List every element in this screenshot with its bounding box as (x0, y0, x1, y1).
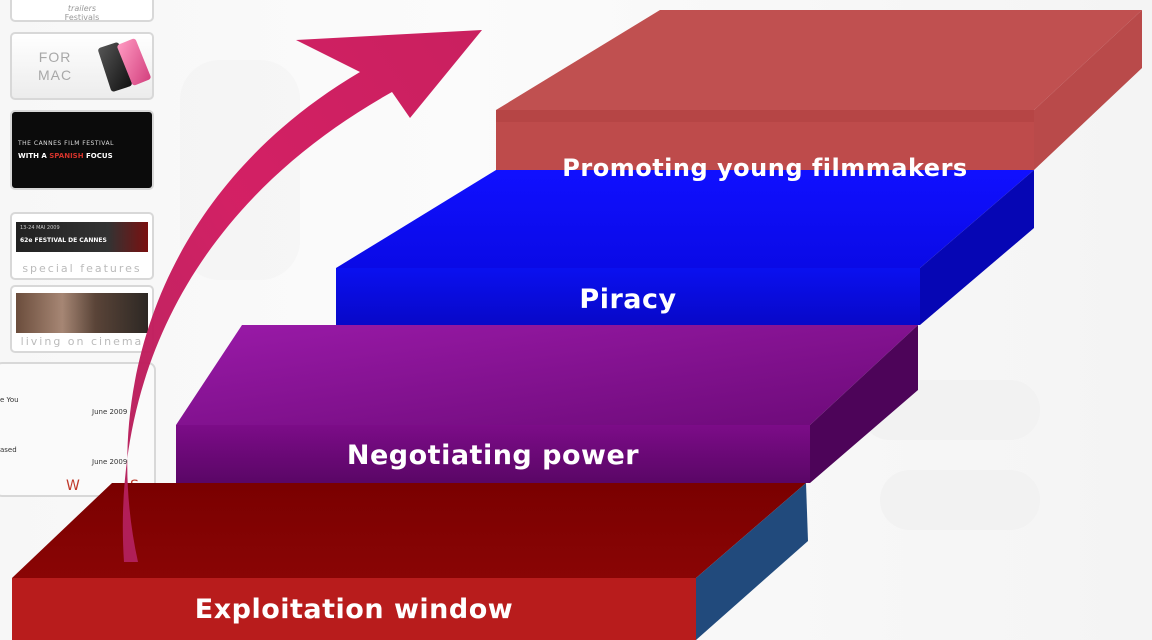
cannes-banner-line2: WITH A SPANISH FOCUS (18, 152, 113, 160)
step-top-face (12, 483, 806, 578)
step-front-face (12, 578, 696, 640)
trailers-label: trailers (67, 4, 97, 13)
step-side-face (810, 325, 918, 483)
step-exploitation-window (12, 483, 808, 640)
growth-arrow-icon (122, 30, 483, 562)
living-on-cinema-photo (16, 293, 148, 333)
step-top-face (496, 10, 1142, 110)
step-front-shadow (496, 110, 1034, 122)
festival-title: 62e FESTIVAL DE CANNES (20, 237, 107, 244)
news-item-date: June 2009 (92, 408, 128, 416)
step-front-face (176, 425, 810, 483)
for-mac-banner[interactable]: FOR MAC (10, 32, 154, 100)
news-item-title[interactable]: e You (0, 396, 19, 404)
cannes-banner-line1: THE CANNES FILM FESTIVAL (18, 140, 114, 147)
step-label-negotiating-power: Negotiating power (346, 440, 640, 471)
news-item-date: June 2009 (92, 458, 128, 466)
nav-letter-w[interactable]: W (66, 478, 80, 494)
festivals-label: Festivals (64, 13, 100, 22)
step-side-face (1034, 10, 1142, 170)
step-front-face (496, 110, 1034, 170)
step-label-piracy: Piracy (579, 284, 677, 315)
festival-banner-image: 13-24 MAI 2009 62e FESTIVAL DE CANNES (16, 222, 148, 252)
trailers-thumbnail[interactable]: trailers Festivals (10, 0, 154, 22)
step-top-face (176, 325, 918, 425)
step-negotiating-power (176, 325, 918, 483)
cannes-spanish-focus-banner[interactable]: THE CANNES FILM FESTIVAL WITH A SPANISH … (10, 110, 154, 190)
living-on-cinema-label: living on cinema (20, 335, 144, 348)
festival-dates: 13-24 MAI 2009 (20, 225, 60, 231)
background-shape (880, 470, 1040, 530)
step-label-exploitation-window: Exploitation window (194, 594, 514, 625)
special-features-banner[interactable]: 13-24 MAI 2009 62e FESTIVAL DE CANNES sp… (10, 212, 154, 280)
step-front-face (336, 268, 920, 325)
step-side-face (696, 483, 808, 640)
for-mac-text: FOR MAC (38, 49, 73, 83)
step-promoting-young-filmmakers (496, 10, 1142, 170)
special-features-label: special features (22, 262, 142, 275)
step-label-promoting-young-filmmakers: Promoting young filmmakers (562, 154, 968, 182)
step-top-face (336, 170, 1034, 268)
step-piracy (336, 170, 1034, 325)
news-item-title[interactable]: ased (0, 446, 17, 454)
step-side-face (920, 170, 1034, 325)
